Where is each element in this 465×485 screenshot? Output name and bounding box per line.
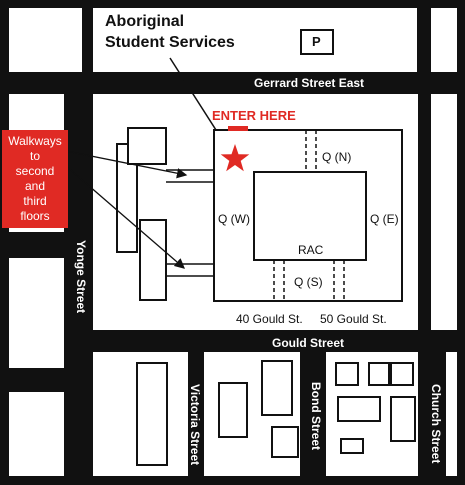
arrow-icon	[65, 150, 188, 179]
block-west-2	[9, 258, 64, 368]
entrance-marker	[228, 126, 248, 131]
label-q-w: Q (W)	[218, 212, 250, 226]
star-icon	[220, 144, 250, 172]
building-south-8	[337, 396, 381, 422]
label-50-gould: 50 Gould St.	[320, 312, 387, 326]
label-rac: RAC	[298, 243, 324, 257]
building-south-3	[261, 360, 293, 416]
block-nw	[9, 8, 82, 72]
building-south-4	[271, 426, 299, 458]
walkway-callout: Walkways to second and third floors	[2, 130, 68, 228]
building-south-6	[368, 362, 390, 386]
street-victoria: Victoria Street	[188, 384, 202, 466]
street-gerrard: Gerrard Street East	[254, 76, 365, 90]
label-40-gould: 40 Gould St.	[236, 312, 303, 326]
rac-building	[253, 171, 367, 261]
building-south-9	[390, 396, 416, 442]
block-ne	[431, 8, 457, 72]
callout-line-3: third floors	[20, 194, 50, 223]
map-title: Aboriginal Student Services	[105, 11, 235, 53]
block-s1	[93, 352, 188, 476]
building-south-7	[390, 362, 414, 386]
parking-box	[300, 29, 334, 55]
label-q-s: Q (S)	[294, 275, 323, 289]
title-line-1: Aboriginal	[105, 13, 185, 30]
west-building-2	[127, 127, 167, 165]
building-south-2	[218, 382, 248, 438]
street-yonge: Yonge Street	[74, 240, 88, 314]
block-se	[446, 352, 457, 476]
street-gould: Gould Street	[272, 336, 345, 350]
main-complex	[213, 129, 403, 302]
label-q-e: Q (E)	[370, 212, 399, 226]
parking-label: P	[312, 34, 321, 49]
arrow-icon	[65, 165, 185, 269]
block-s3	[326, 352, 418, 476]
block-east	[431, 94, 457, 330]
block-sw	[9, 392, 64, 476]
street-bond: Bond Street	[309, 382, 323, 451]
street-church: Church Street	[429, 384, 443, 464]
building-south-10	[340, 438, 364, 454]
label-q-n: Q (N)	[322, 150, 352, 164]
callout-line-1: Walkways to	[8, 134, 62, 163]
title-pointer-line	[169, 57, 217, 131]
title-line-2: Student Services	[105, 34, 235, 51]
west-building-3	[139, 219, 167, 301]
block-north	[93, 8, 417, 72]
building-south-1	[136, 362, 168, 466]
building-south-5	[335, 362, 359, 386]
callout-line-2: second and	[15, 164, 55, 193]
enter-here-label: ENTER HERE	[212, 108, 296, 123]
